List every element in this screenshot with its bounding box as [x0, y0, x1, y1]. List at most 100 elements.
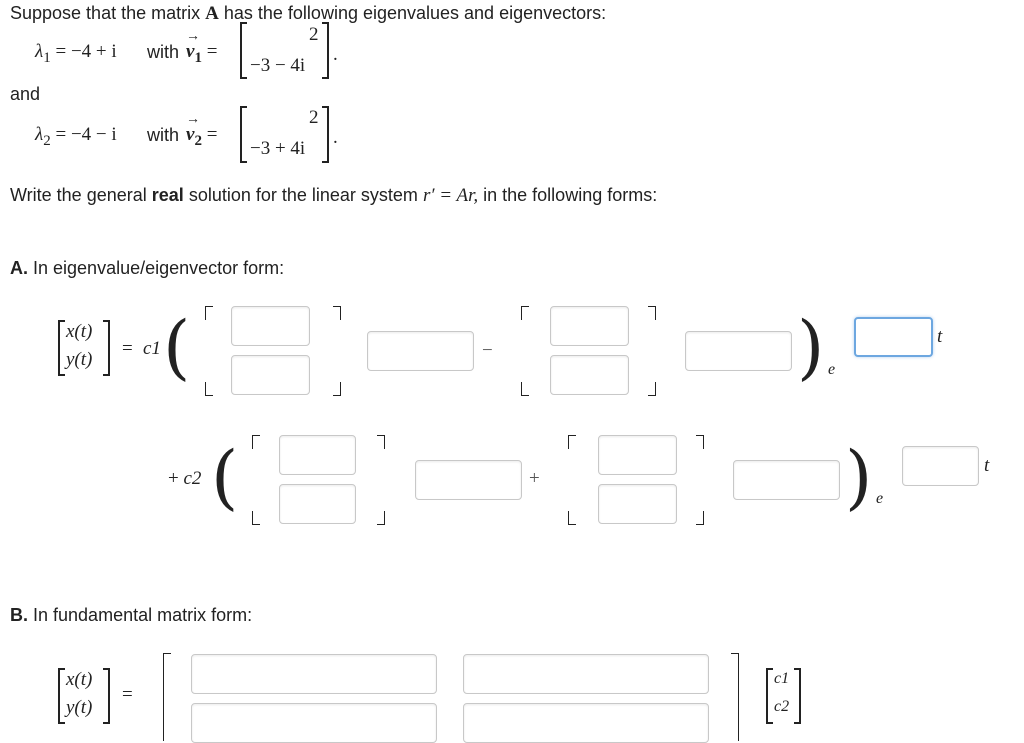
- bracket-bottom-right: [377, 511, 385, 525]
- bracket-bottom-right: [333, 382, 341, 396]
- eigenvalue-2: λ2 = −4 − i: [35, 124, 117, 150]
- a-row2-vec1-bottom-input[interactable]: [279, 484, 356, 524]
- eigenvector-2-bottom: −3 + 4i: [250, 138, 306, 159]
- part-a-heading: A. In eigenvalue/eigenvector form:: [10, 258, 284, 279]
- matrix-symbol: A: [205, 3, 219, 24]
- open-paren: (: [163, 306, 191, 388]
- bracket-bottom-left: [205, 382, 213, 396]
- bracket-top-right: [377, 435, 385, 449]
- vector-subscript: 1: [194, 49, 202, 66]
- c1-coefficient: c1: [143, 338, 161, 359]
- a-row1-func2-input[interactable]: [685, 331, 792, 371]
- bracket-top-right: [696, 435, 704, 449]
- eigenvector-2-top: 2: [309, 107, 319, 128]
- bracket-right: [103, 320, 110, 376]
- bracket-top-left: [205, 306, 213, 320]
- close-paren: ): [797, 306, 825, 388]
- a-row1-vec2-bottom-input[interactable]: [550, 355, 629, 395]
- a-row2-exponent-input[interactable]: [902, 446, 979, 486]
- eigenvector-1-label: v1 =: [186, 29, 218, 67]
- vector-subscript: 2: [194, 132, 202, 149]
- bracket-left: [240, 22, 247, 79]
- period: .: [333, 44, 338, 65]
- lhs-y: y(t): [66, 697, 93, 718]
- eigenvalue-1-value: = −4 + i: [55, 41, 117, 62]
- exp-variable: t: [937, 326, 943, 347]
- matrix-bracket-right: [731, 653, 739, 741]
- a-row1-vec1-bottom-input[interactable]: [231, 355, 310, 395]
- system-equation: r′ = Ar,: [422, 185, 479, 206]
- plus-sign: +: [168, 468, 179, 489]
- lambda-subscript: 2: [43, 132, 51, 149]
- b-matrix-r2c2-input[interactable]: [463, 703, 709, 743]
- lambda-symbol: λ: [35, 41, 44, 62]
- part-b-text: In fundamental matrix form:: [33, 605, 253, 625]
- eigenvalue-1: λ1 = −4 + i: [35, 41, 117, 67]
- part-a-label: A.: [10, 258, 28, 278]
- bracket-right: [322, 22, 329, 79]
- intro-text: Suppose that the matrix A has the follow…: [10, 3, 606, 25]
- intro-part1: Suppose that the matrix: [10, 3, 201, 23]
- and-text: and: [10, 84, 41, 104]
- bracket-left: [240, 106, 247, 163]
- bracket-bottom-left: [521, 382, 529, 396]
- bracket-bottom-left: [568, 511, 576, 525]
- equals-sign: =: [122, 338, 133, 359]
- exp-base: e: [828, 361, 836, 378]
- open-paren: (: [211, 436, 239, 518]
- lhs-x: x(t): [66, 321, 93, 342]
- close-paren: ): [845, 436, 873, 518]
- a-row2-vec1-top-input[interactable]: [279, 435, 356, 475]
- bracket-right: [322, 106, 329, 163]
- b-matrix-r1c1-input[interactable]: [191, 654, 437, 694]
- eigenvector-2-label: v2 =: [186, 112, 218, 150]
- instructions-bold: real: [151, 185, 184, 205]
- a-row1-func1-input[interactable]: [367, 331, 474, 371]
- lhs-x: x(t): [66, 669, 93, 690]
- bracket-bottom-right: [696, 511, 704, 525]
- bracket-left: [58, 668, 65, 724]
- b-matrix-r2c1-input[interactable]: [191, 703, 437, 743]
- exp-variable: t: [984, 455, 990, 476]
- matrix-bracket-left: [163, 653, 171, 741]
- part-a-text: In eigenvalue/eigenvector form:: [33, 258, 285, 278]
- c2-term: + c2: [168, 468, 201, 490]
- eigenvector-1-top: 2: [309, 24, 319, 45]
- minus-sign: −: [482, 340, 493, 361]
- bracket-bottom-left: [252, 511, 260, 525]
- a-row1-vec1-top-input[interactable]: [231, 306, 310, 346]
- equals-sign: =: [206, 124, 218, 145]
- c1-entry: c1: [774, 670, 790, 687]
- bracket-left: [766, 668, 773, 724]
- bracket-bottom-right: [648, 382, 656, 396]
- bracket-top-left: [252, 435, 260, 449]
- bracket-top-left: [521, 306, 529, 320]
- a-row2-func2-input[interactable]: [733, 460, 840, 500]
- period: .: [333, 127, 338, 148]
- part-b-label: B.: [10, 605, 28, 625]
- a-row1-exponent-input[interactable]: [854, 317, 933, 357]
- equals-sign: =: [206, 41, 218, 62]
- eigenvalue-2-value: = −4 − i: [55, 124, 117, 145]
- with-label-2: with: [147, 125, 180, 145]
- plus-sign: +: [529, 468, 540, 489]
- lambda-subscript: 1: [43, 49, 51, 66]
- part-b-heading: B. In fundamental matrix form:: [10, 605, 252, 626]
- lhs-y: y(t): [66, 349, 93, 370]
- a-row2-func1-input[interactable]: [415, 460, 522, 500]
- a-row1-vec2-top-input[interactable]: [550, 306, 629, 346]
- bracket-left: [58, 320, 65, 376]
- a-row2-vec2-bottom-input[interactable]: [598, 484, 677, 524]
- eigenvector-1-bottom: −3 − 4i: [250, 55, 306, 76]
- equals-sign: =: [122, 684, 133, 705]
- intro-part2: has the following eigenvalues and eigenv…: [223, 3, 607, 23]
- vector-symbol: v: [186, 29, 201, 63]
- c2-coefficient: c2: [183, 468, 202, 489]
- b-matrix-r1c2-input[interactable]: [463, 654, 709, 694]
- a-row2-vec2-top-input[interactable]: [598, 435, 677, 475]
- bracket-top-right: [333, 306, 341, 320]
- instructions-mid: solution for the linear system: [188, 185, 418, 205]
- exp-base: e: [876, 490, 884, 507]
- instructions: Write the general real solution for the …: [10, 185, 657, 207]
- c2-entry: c2: [774, 698, 790, 715]
